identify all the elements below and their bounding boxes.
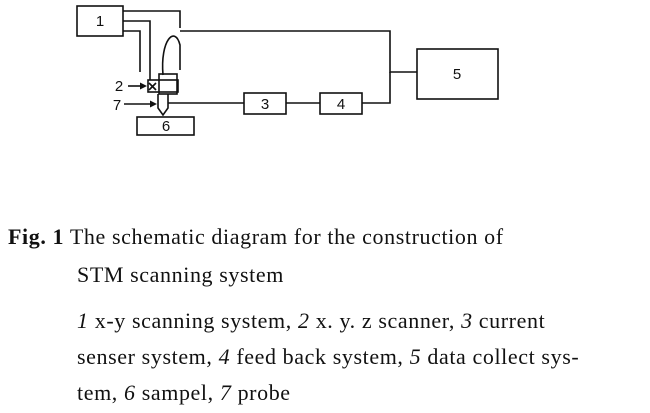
caption-line-1: Fig. 1 The schematic diagram for the con… [8, 224, 504, 250]
arrow-2-head [140, 82, 147, 90]
legend-text-2: x. y. z scanner, [315, 308, 455, 333]
scanner-x-mark [148, 82, 157, 91]
legend-line-1: 1 x-y scanning system, 2 x. y. z scanner… [77, 308, 545, 334]
caption-title-line2: STM scanning system [77, 262, 284, 287]
legend-text-5-cont: tem, [77, 380, 118, 405]
legend-line-2: senser system, 4 feed back system, 5 dat… [77, 344, 579, 370]
wire-scanner-to-5 [180, 30, 417, 73]
box-5-label: 5 [453, 66, 461, 83]
legend-num-1: 1 [77, 308, 89, 333]
wire-1-to-scanner-a [123, 10, 181, 28]
legend-num-2: 2 [297, 308, 310, 333]
legend-num-6: 6 [124, 380, 136, 405]
box-4-label: 4 [337, 96, 345, 113]
caption-line-2: STM scanning system [77, 262, 284, 288]
probe-7 [157, 94, 169, 117]
legend-text-6: sampel, [141, 380, 214, 405]
sample-6-label: 6 [162, 118, 170, 135]
box-5 [416, 48, 499, 100]
sample-6 [136, 116, 195, 136]
wire-1-to-scanner-c [123, 30, 141, 72]
legend-num-7: 7 [219, 380, 232, 405]
wire-1-to-scanner-b [123, 20, 151, 80]
legend-num-3: 3 [461, 308, 473, 333]
fig-label: Fig. 1 [8, 224, 65, 249]
scanner-2 [147, 79, 179, 93]
label-7: 7 [113, 97, 121, 114]
legend-line-3: tem, 6 sampel, 7 probe [77, 380, 291, 406]
wire-4-to-5 [362, 72, 391, 104]
label-2: 2 [115, 78, 123, 95]
caption-title-line1: The schematic diagram for the constructi… [69, 224, 504, 249]
legend-text-1: x-y scanning system, [94, 308, 292, 333]
legend-text-7: probe [237, 380, 291, 405]
legend-num-4: 4 [218, 344, 231, 369]
wire-crossover [161, 35, 181, 76]
scanner-2-inner [158, 73, 178, 95]
stm-schematic-diagram: 1 2 3 4 5 6 7 [76, 5, 499, 136]
legend-num-5: 5 [409, 344, 422, 369]
legend-text-5: data collect sys- [427, 344, 580, 369]
legend-text-4: feed back system, [236, 344, 404, 369]
arrow-7-head [150, 100, 157, 108]
box-1-label: 1 [96, 13, 104, 30]
box-3-label: 3 [261, 96, 269, 113]
legend-text-3-cont: senser system, [77, 344, 213, 369]
legend-text-3: current [478, 308, 546, 333]
